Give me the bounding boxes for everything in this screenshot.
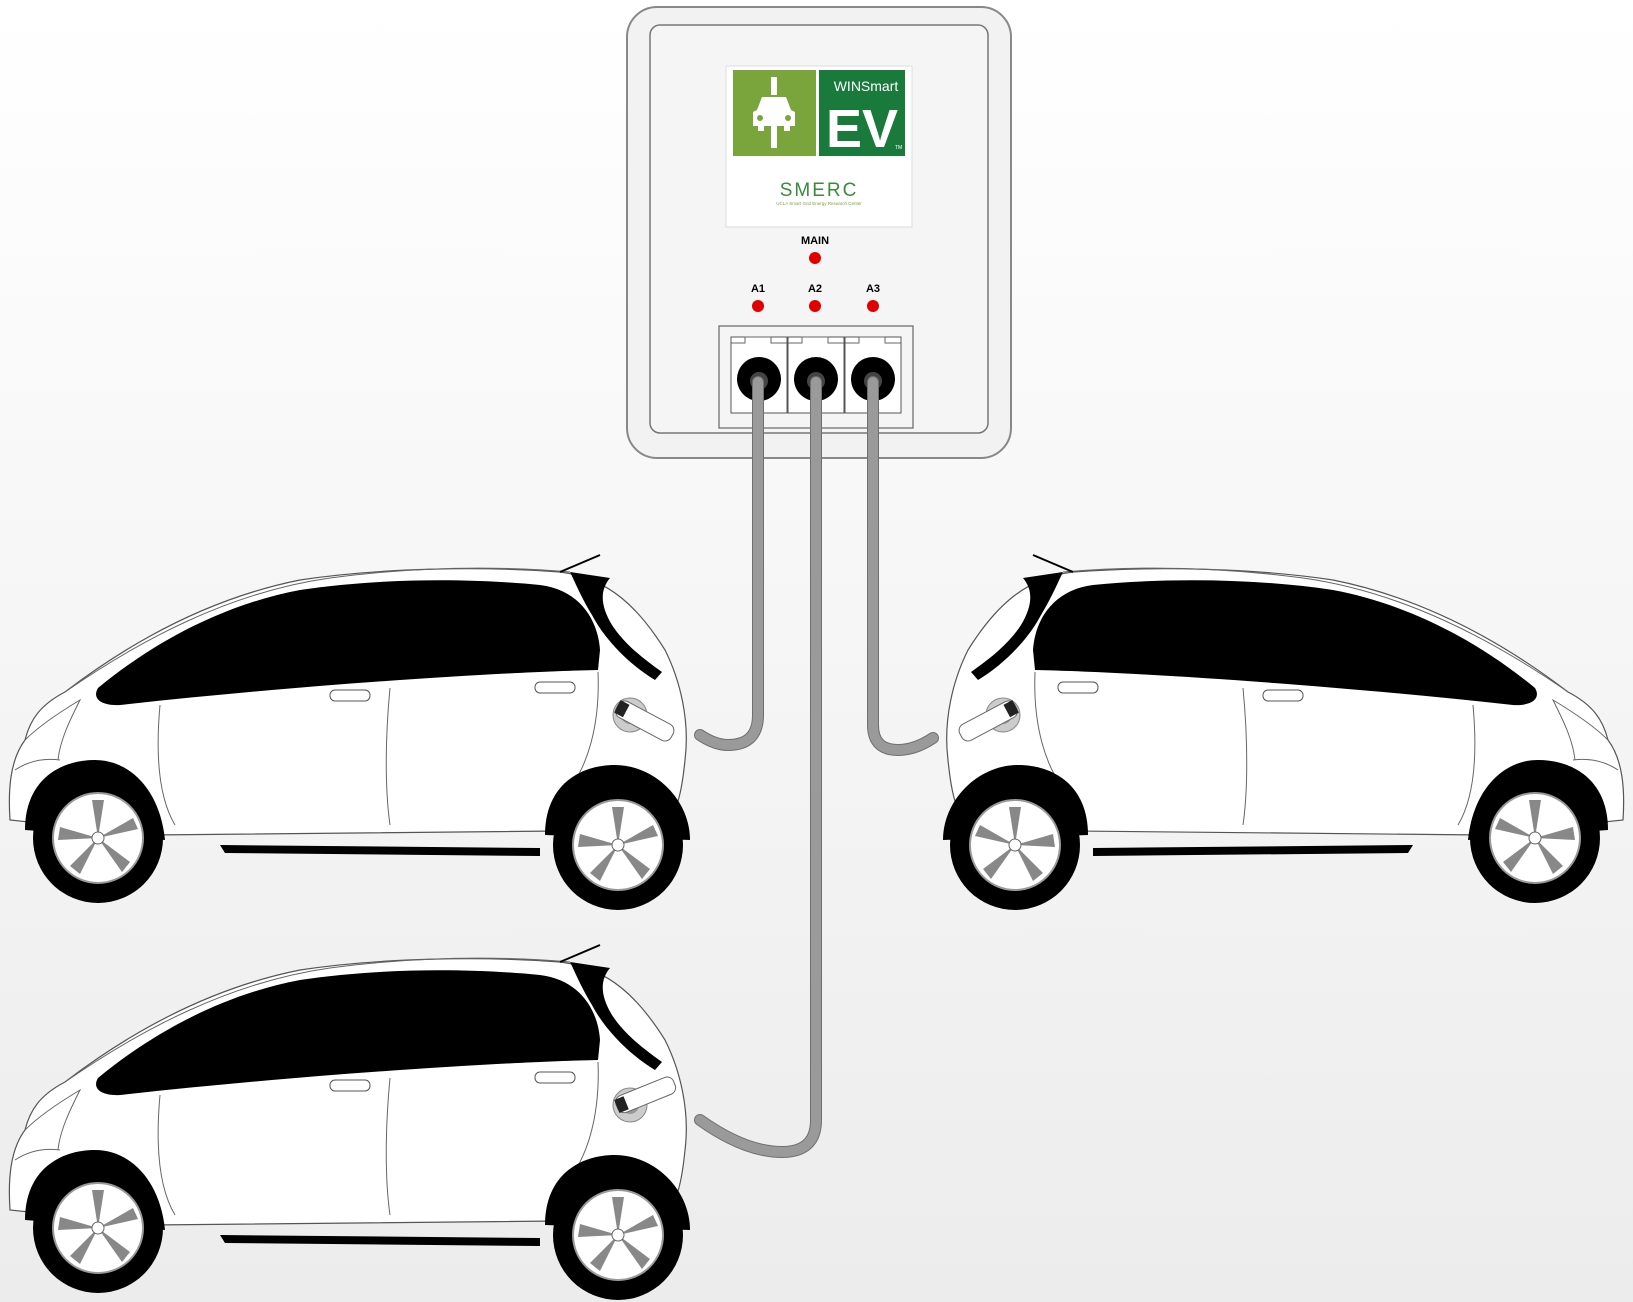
port-label-a2: A2: [808, 283, 822, 295]
main-indicator-led: [809, 252, 821, 264]
charging-cables: [700, 382, 933, 1152]
port-a3-indicator-led: [867, 300, 879, 312]
ev-car-bottom: [9, 945, 690, 1300]
port-label-a3: A3: [866, 283, 880, 295]
ev-car-left: [9, 555, 690, 910]
ev-car-right: [943, 555, 1624, 910]
port-label-a1: A1: [751, 283, 765, 295]
logo-brand-main: EV: [826, 99, 898, 159]
logo-org: SMERC: [780, 180, 859, 201]
port-a2-indicator-led: [809, 300, 821, 312]
logo-brand-top: WINSmart: [834, 78, 899, 94]
main-label: MAIN: [801, 235, 829, 247]
port-a1-indicator-led: [752, 300, 764, 312]
logo-org-subtitle: UCLA Smart Grid Energy Research Center: [776, 201, 862, 206]
logo-tm: TM: [895, 145, 902, 151]
brand-logo: WINSmart EV TM SMERC UCLA Smart Grid Ene…: [726, 66, 912, 227]
